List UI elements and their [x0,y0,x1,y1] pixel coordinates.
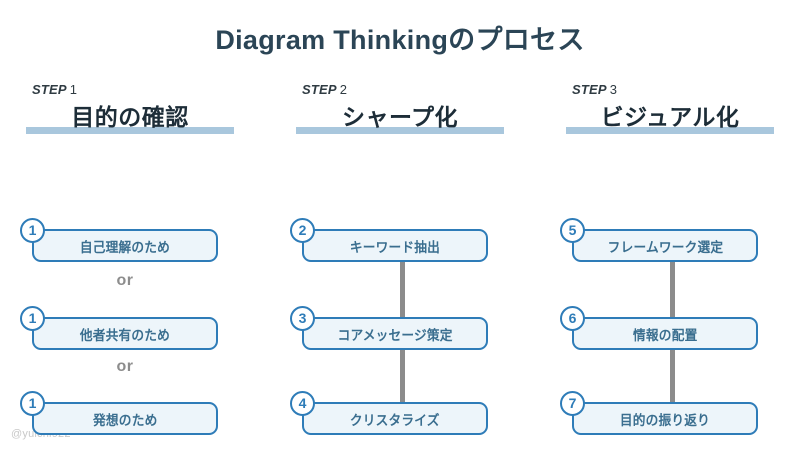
node-label-1c: 発想のため [92,412,158,428]
node-box-2b[interactable]: 3 コアメッセージ策定 [290,306,488,350]
step-eyebrow-label-2: STEP [302,82,337,97]
node-badge-3b: 6 [560,306,585,331]
node-box-1a[interactable]: 1 自己理解のため [20,218,218,262]
step-eyebrow-number-2: 2 [339,82,348,97]
step-title-3: ビジュアル化 [600,104,740,130]
node-badge-2a: 2 [290,218,315,243]
node-badge-1b: 1 [20,306,45,331]
node-box-3b[interactable]: 6 情報の配置 [560,306,758,350]
node-label-2b: コアメッセージ策定 [337,327,453,343]
node-badge-1c: 1 [20,391,45,416]
step-eyebrow-label-3: STEP [572,82,607,97]
node-badge-1a: 1 [20,218,45,243]
step-title-2: シャープ化 [341,104,459,130]
node-badge-2b: 3 [290,306,315,331]
node-label-2c: クリスタライズ [350,412,440,428]
step-title-wrap-2: シャープ化 [288,98,512,132]
step-title-wrap-1: 目的の確認 [18,98,242,132]
node-label-2a: キーワード抽出 [349,239,441,255]
step-title-1: 目的の確認 [71,104,189,130]
node-label-1a: 自己理解のため [79,239,171,255]
node-label-1b: 他者共有のため [79,327,171,343]
node-box-3c[interactable]: 7 目的の振り返り [560,391,758,435]
node-box-2a[interactable]: 2 キーワード抽出 [290,218,488,262]
page-title: Diagram Thinkingのプロセス [215,25,585,55]
node-label-3c: 目的の振り返り [619,412,711,428]
step-underline-3 [566,127,774,134]
or-separator-1a: or [116,272,134,289]
node-box-1b[interactable]: 1 他者共有のため [20,306,218,350]
node-box-2c[interactable]: 4 クリスタライズ [290,391,488,435]
node-label-3a: フレームワーク選定 [607,239,723,255]
step-title-wrap-3: ビジュアル化 [558,98,782,132]
step-eyebrow-number-1: 1 [69,82,78,97]
node-badge-3c: 7 [560,391,585,416]
step-flow-2: 2 キーワード抽出 3 コアメッセージ策定 4 クリスタライズ [288,144,520,435]
node-badge-3a: 5 [560,218,585,243]
node-box-3a[interactable]: 5 フレームワーク選定 [560,218,758,262]
step-flow-1: 1 自己理解のため or 1 他者共有のため or 1 発想のため [18,144,250,435]
step-underline-1 [26,127,234,134]
node-label-3b: 情報の配置 [632,327,698,343]
or-separator-1b: or [116,358,134,375]
step-eyebrow-number-3: 3 [609,82,618,97]
step-eyebrow-label-1: STEP [32,82,67,97]
step-flow-3: 5 フレームワーク選定 6 情報の配置 7 目的の振り返り [558,144,790,435]
node-box-1c[interactable]: 1 発想のため [20,391,218,435]
step-underline-2 [296,127,504,134]
node-badge-2c: 4 [290,391,315,416]
